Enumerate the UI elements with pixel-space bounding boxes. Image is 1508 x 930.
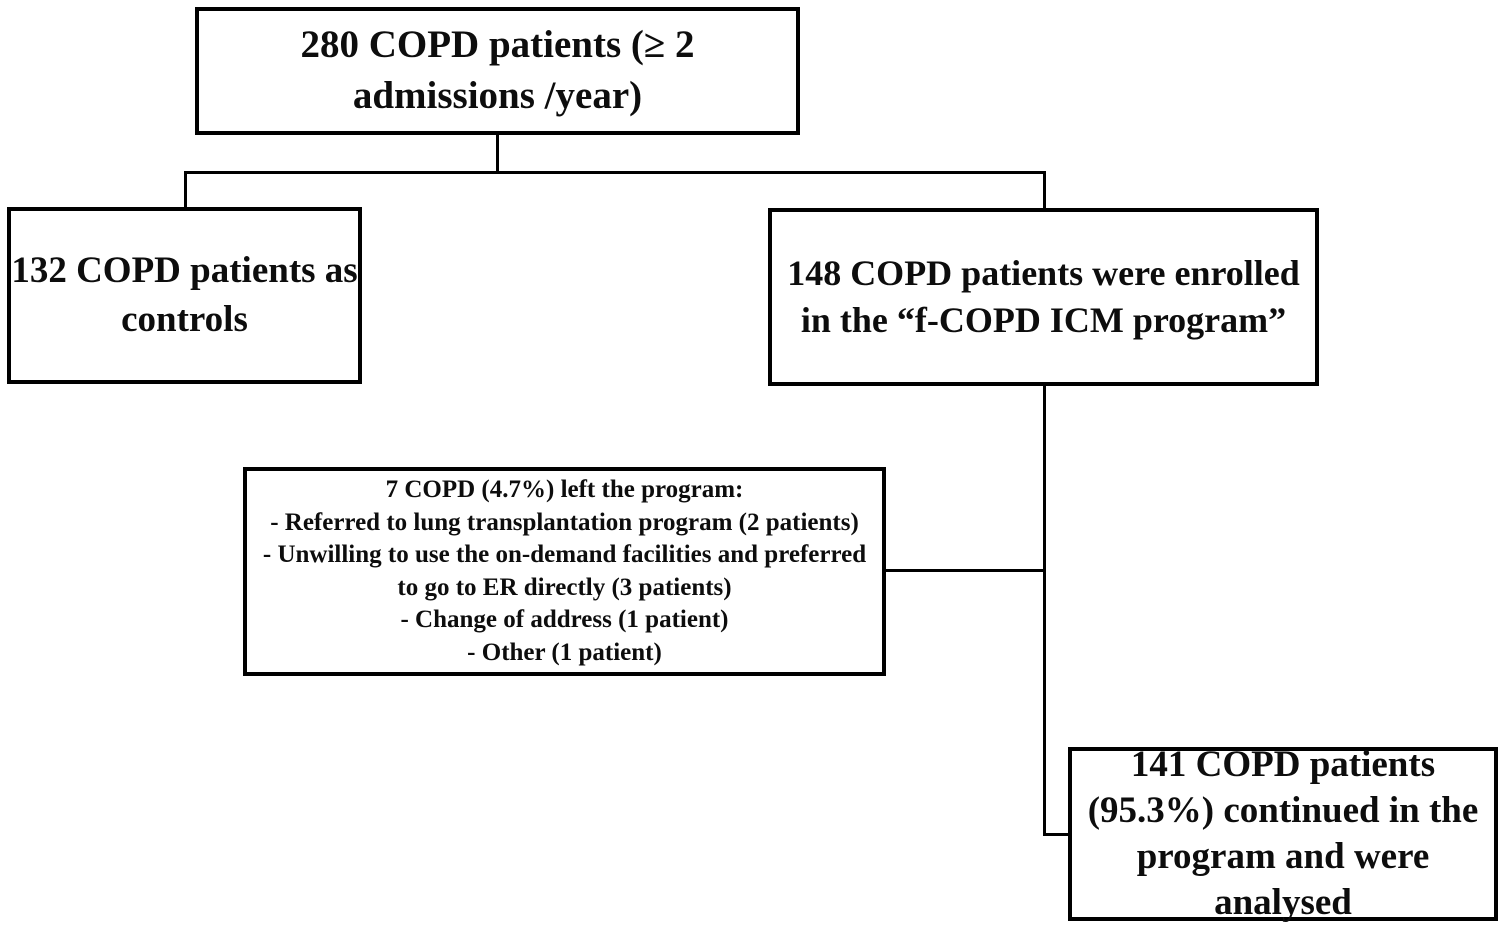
dropout-item-3: - Change of address (1 patient) (400, 606, 729, 633)
connector-enrolled-drop (1043, 171, 1046, 208)
box-control-patients: 132 COPD patients as controls (7, 207, 362, 384)
box-enrolled-patients: 148 COPD patients were enrolled in the “… (768, 208, 1319, 386)
connector-dropout-link (886, 569, 1044, 572)
control-patients-line-2: controls (121, 298, 248, 340)
control-patients-line-1: 132 COPD patients as (11, 250, 358, 292)
continued-patients-line-2: (95.3%) continued in the (1087, 789, 1479, 831)
dropout-item-4: - Other (1 patient) (467, 638, 662, 666)
enrolled-patients-line-2: in the “f-COPD ICM program” (800, 300, 1287, 340)
continued-patients-line-1: 141 COPD patients (1130, 743, 1436, 785)
total-patients-line-2: admissions /year) (352, 74, 643, 117)
box-dropout-reasons: 7 COPD (4.7%) left the program: - Referr… (243, 467, 886, 676)
box-total-patients: 280 COPD patients (≥ 2 admissions /year) (195, 7, 800, 135)
dropout-item-1: - Referred to lung transplantation progr… (270, 508, 859, 536)
total-patients-line-1: 280 COPD patients (≥ 2 (300, 23, 695, 67)
dropout-item-2: - Unwilling to use the on-demand facilit… (262, 541, 867, 601)
dropout-title: 7 COPD (4.7%) left the program: (385, 476, 744, 503)
enrolled-patients-line-1: 148 COPD patients were enrolled (787, 253, 1300, 294)
continued-patients-line-3: program and were analysed (1136, 836, 1430, 924)
connector-enrolled-vertical (1043, 385, 1046, 836)
box-continued-patients: 141 COPD patients (95.3%) continued in t… (1068, 744, 1498, 923)
connector-branch-horizontal (184, 171, 1046, 174)
connector-top-stem (496, 134, 499, 174)
connector-continued-link (1043, 833, 1069, 836)
connector-controls-drop (184, 171, 187, 208)
